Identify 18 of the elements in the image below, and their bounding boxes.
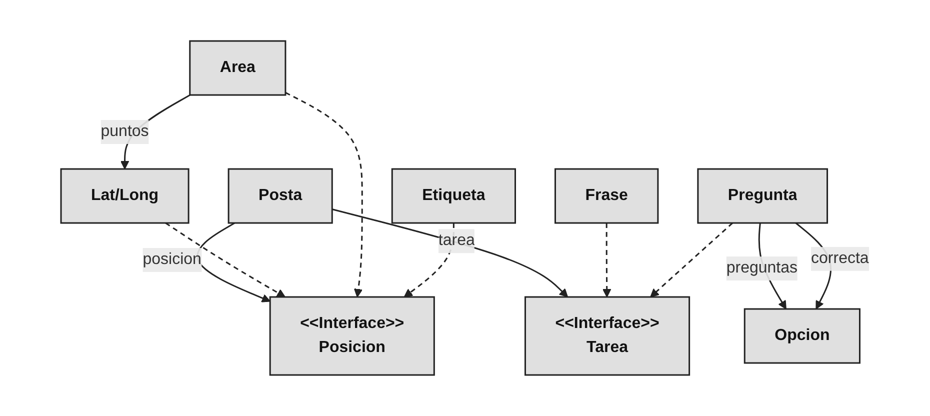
arrow [165, 222, 286, 298]
node-box: Lat/Long [60, 168, 190, 224]
arrow [602, 223, 612, 298]
edge-label: tarea [438, 232, 475, 250]
arrow [285, 92, 363, 298]
arrow [650, 222, 734, 298]
node-box: Area [189, 40, 286, 96]
node-box: Frase [554, 168, 659, 224]
node-box: Opcion [744, 308, 861, 364]
edge-label: preguntas [726, 260, 798, 277]
edge-label: correcta [811, 250, 869, 267]
node-box: <<Interface>> Posicion [269, 296, 435, 376]
node-box: Pregunta [697, 168, 828, 224]
node-box: Etiqueta [391, 168, 516, 224]
node-box: Posta [228, 168, 333, 224]
edge-label: posicion [142, 250, 202, 268]
node-box: <<Interface>> Tarea [524, 296, 690, 376]
edge-label: puntos [100, 122, 149, 140]
